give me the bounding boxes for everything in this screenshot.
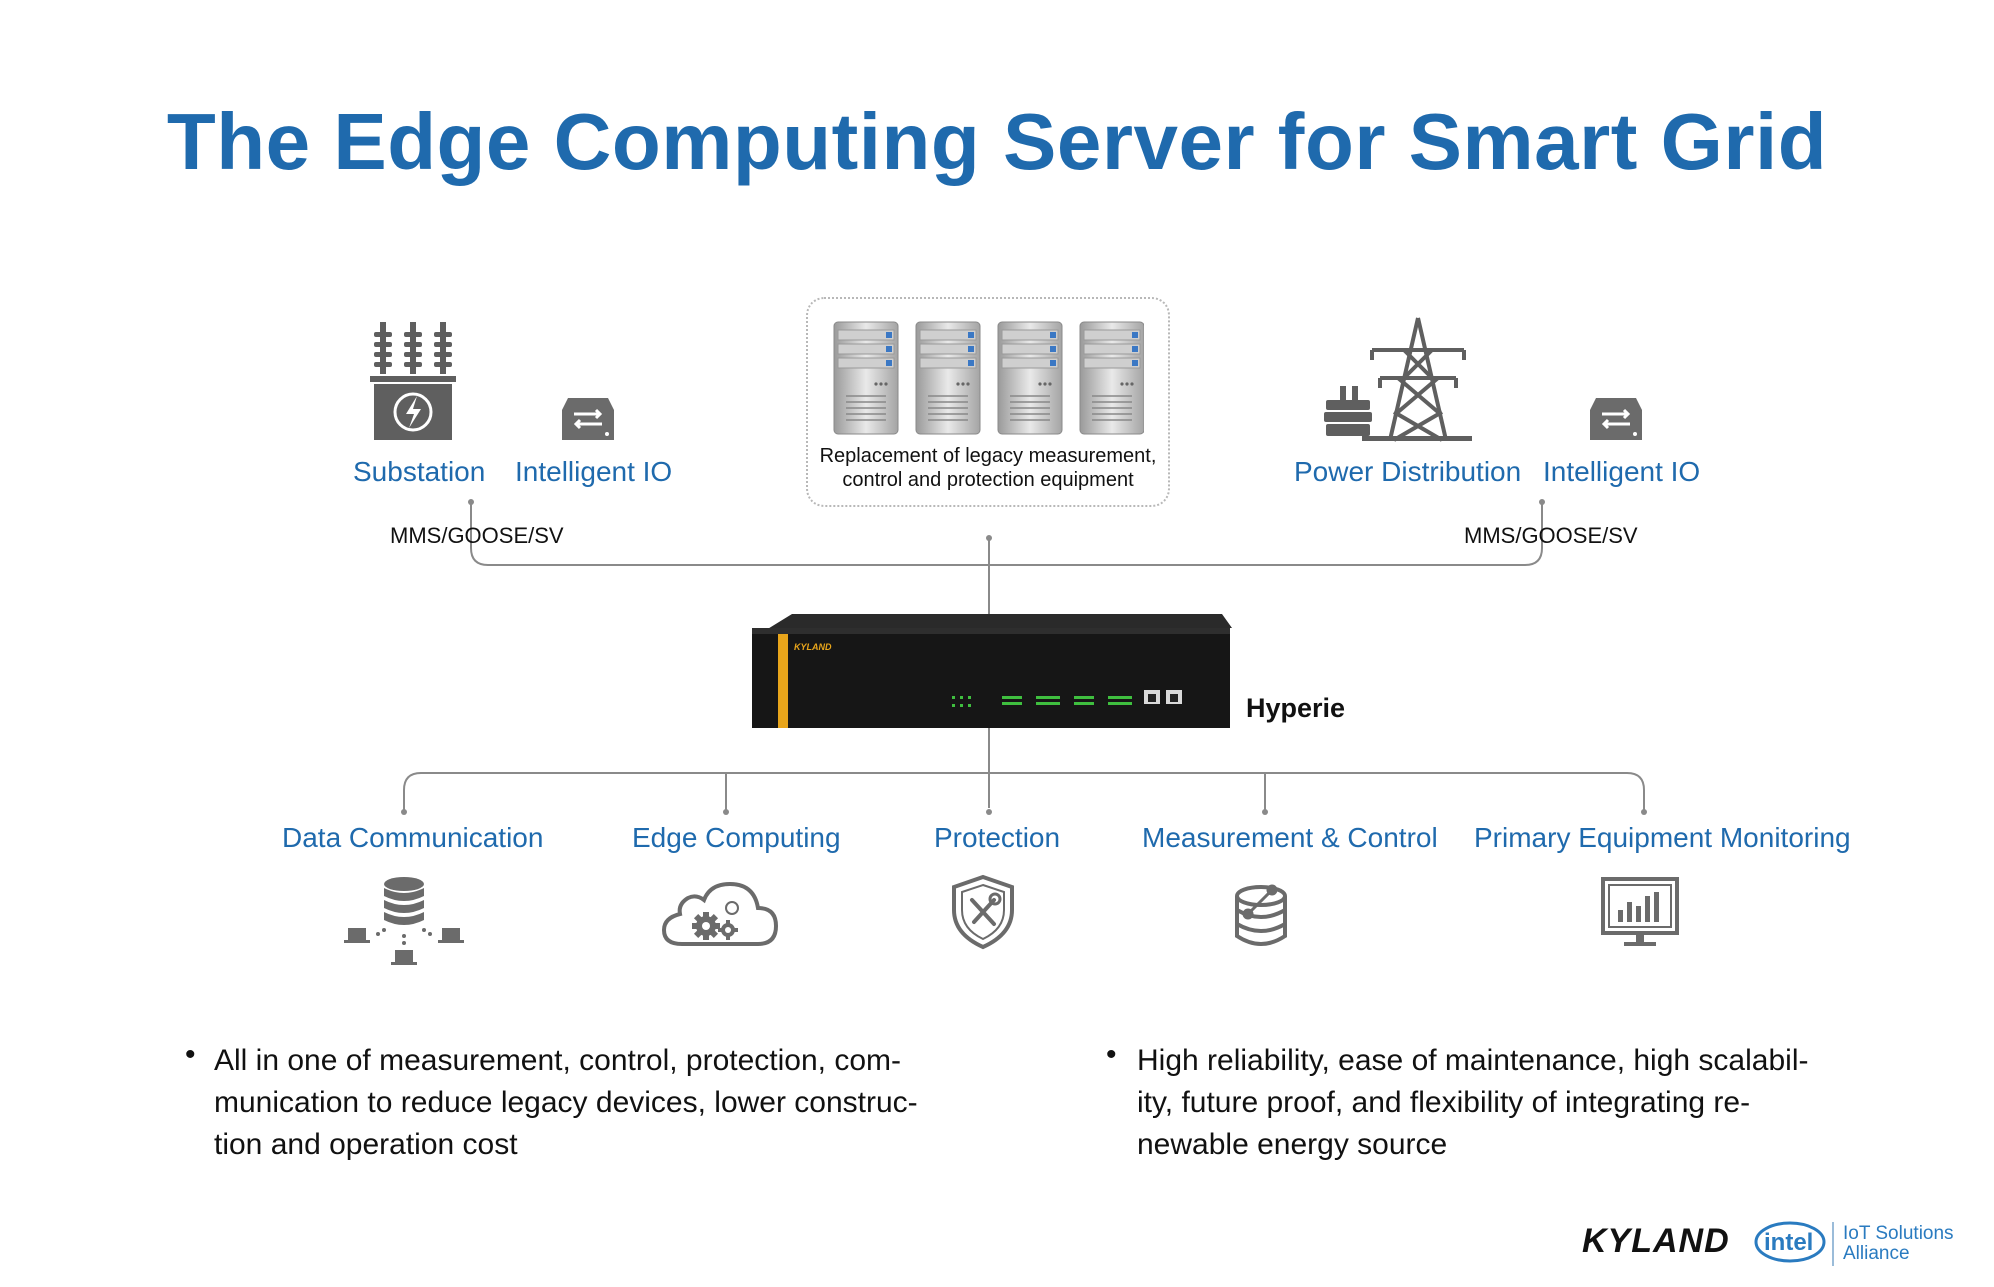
substation-icon [370, 322, 456, 440]
legacy-text-line-1: Replacement of legacy measurement, [819, 445, 1157, 467]
device-brand: KYLAND [794, 642, 832, 652]
bullet-right: High reliability, ease of maintenance, h… [1137, 1040, 1857, 1166]
bullet-left-line-1: All in one of measurement, control, prot… [214, 1044, 901, 1077]
function-label-primary-equipment-monitoring: Primary Equipment Monitoring [1474, 822, 1851, 853]
hyperie-server-device: KYLAND [752, 614, 1232, 728]
intel-logo-text: intel [1764, 1229, 1813, 1256]
power-distribution-label: Power Distribution [1294, 456, 1522, 487]
intelligent-io-icon [1590, 398, 1642, 440]
function-label-data-communication: Data Communication [282, 822, 544, 853]
shield-tools-icon [952, 874, 1014, 950]
legacy-text-line-2: control and protection equipment [842, 469, 1134, 491]
legacy-servers-group [832, 320, 1145, 438]
bullet-left-line-2: munication to reduce legacy devices, low… [214, 1086, 918, 1119]
substation-label: Substation [353, 456, 486, 487]
power-distribution-icon [1324, 317, 1472, 442]
alliance-line-2: Alliance [1843, 1243, 1910, 1264]
bullet-marker: • [1106, 1038, 1117, 1071]
cloud-gears-icon [661, 881, 779, 946]
bullet-right-line-1: High reliability, ease of maintenance, h… [1137, 1044, 1809, 1077]
bullet-left: All in one of measurement, control, prot… [214, 1040, 934, 1166]
legacy-equipment-box [806, 297, 1170, 507]
function-label-measurement-control: Measurement & Control [1142, 822, 1438, 853]
function-label-protection: Protection [934, 822, 1061, 853]
server-rack-icon [833, 321, 1145, 435]
kyland-logo: KYLAND [1582, 1222, 1730, 1260]
top-bus-line [470, 502, 1543, 566]
page-title: The Edge Computing Server for Smart Grid [166, 97, 1828, 186]
database-gauge-icon [1235, 884, 1287, 946]
legacy-replacement-text: Replacement of legacy measurement, contr… [806, 444, 1170, 492]
hyperie-label: Hyperie [1246, 693, 1346, 723]
protocol-left-label: MMS/GOOSE/SV [390, 523, 564, 548]
bullet-right-line-3: newable energy source [1137, 1128, 1448, 1161]
bottom-bus-line [403, 772, 1645, 812]
protocol-right-label: MMS/GOOSE/SV [1464, 523, 1638, 548]
intelligent-io-icon [562, 398, 614, 440]
alliance-line-1: IoT Solutions [1843, 1223, 1954, 1244]
database-network-icon [344, 877, 464, 965]
logo-divider [1832, 1222, 1834, 1266]
function-label-edge-computing: Edge Computing [632, 822, 841, 853]
iot-alliance-text: IoT Solutions Alliance [1843, 1224, 1954, 1264]
bullet-marker: • [185, 1038, 196, 1071]
intel-logo: intel [1754, 1221, 1826, 1263]
bullet-left-line-3: tion and operation cost [214, 1128, 518, 1161]
intelligent-io-right-label: Intelligent IO [1543, 456, 1701, 487]
monitor-chart-icon [1601, 877, 1679, 946]
bullet-right-line-2: ity, future proof, and flexibility of in… [1137, 1086, 1751, 1119]
intelligent-io-left-label: Intelligent IO [515, 456, 673, 487]
